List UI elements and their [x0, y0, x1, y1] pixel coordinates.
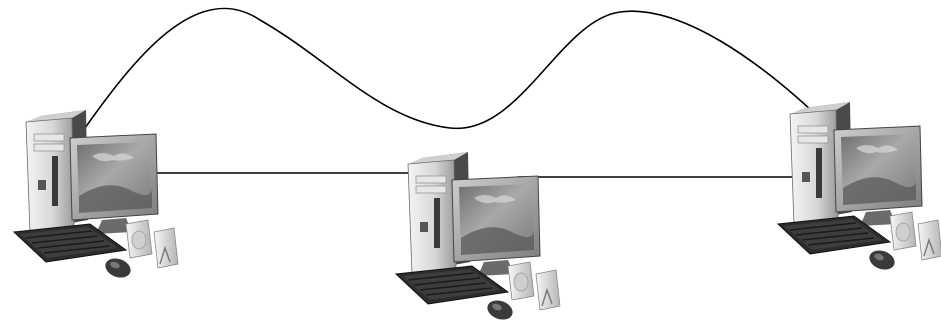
network-diagram — [0, 0, 941, 320]
